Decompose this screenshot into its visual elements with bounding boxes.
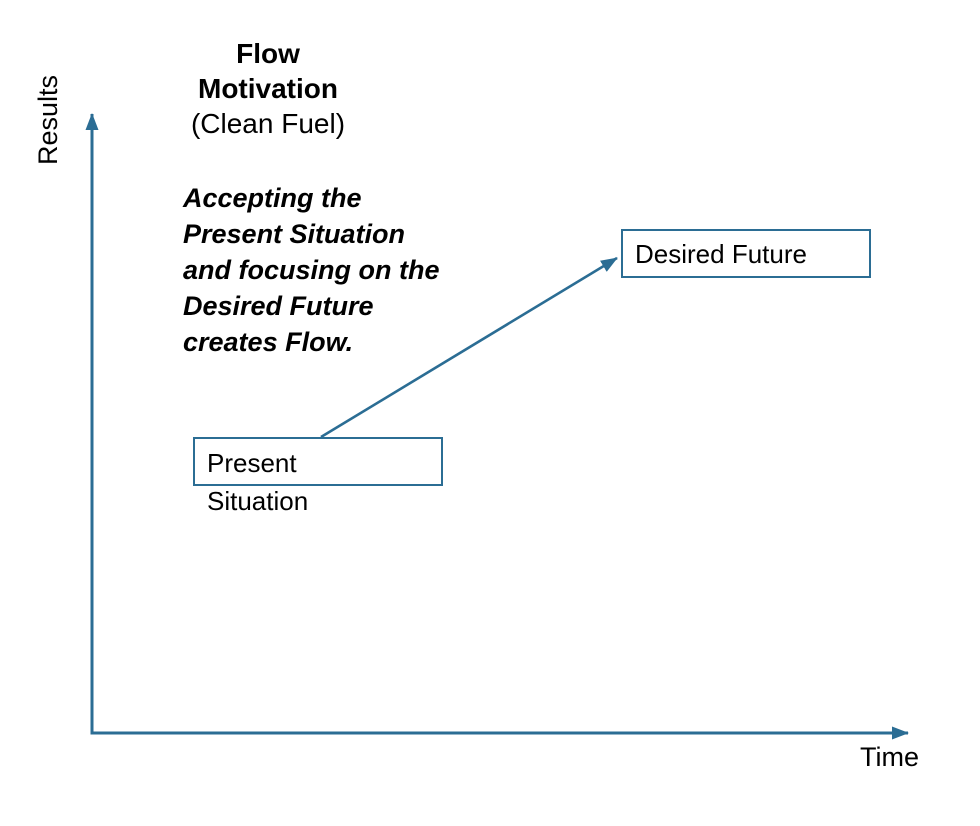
present-situation-label: Present Situation xyxy=(207,448,309,516)
title-line-1: Flow xyxy=(236,38,300,69)
annotation-text: Accepting the Present Situation and focu… xyxy=(183,183,440,357)
desired-future-box: Desired Future xyxy=(621,229,871,278)
flow-arrow xyxy=(320,256,618,439)
present-situation-box: Present Situation xyxy=(193,437,443,516)
diagram-title: Flow Motivation (Clean Fuel) xyxy=(148,36,388,141)
desired-future-label: Desired Future xyxy=(635,239,807,269)
x-axis-label: Time xyxy=(860,742,919,772)
y-axis-label: Results xyxy=(33,74,63,166)
title-subtitle: (Clean Fuel) xyxy=(190,108,346,139)
title-line-2: Motivation xyxy=(198,73,338,104)
